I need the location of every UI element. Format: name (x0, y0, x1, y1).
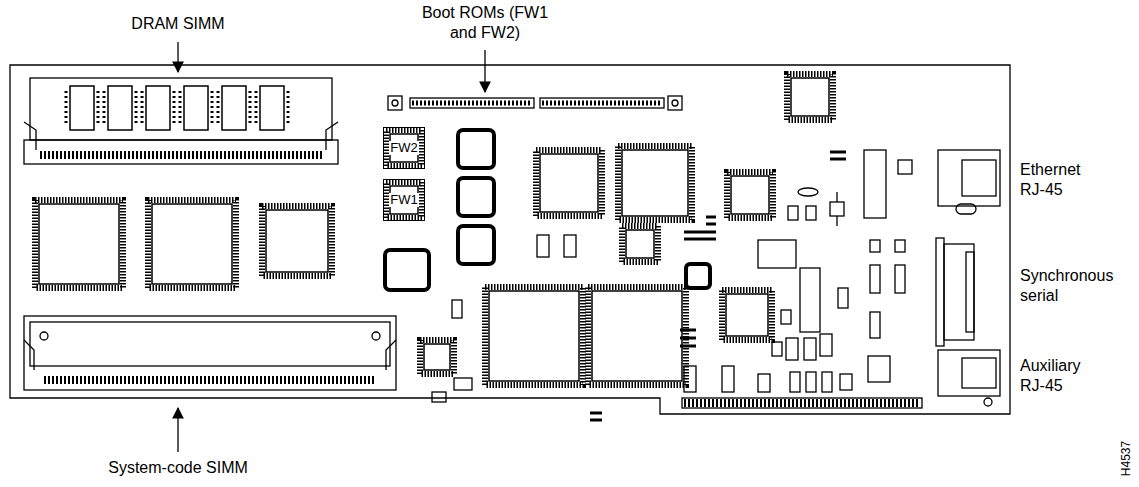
callout-label: Synchronous serial (1020, 266, 1124, 306)
figure-number: H4537 (1120, 440, 1135, 475)
chip-label: FW2 (389, 141, 418, 155)
chip-label: FW1 (389, 193, 418, 207)
callout-label: Ethernet RJ-45 (1020, 160, 1102, 200)
callout-label: Boot ROMs (FW1 and FW2) (419, 3, 551, 43)
rom-chip-box: FW2 (383, 127, 425, 169)
callout-label: DRAM SIMM (103, 14, 253, 34)
rom-chip-box: FW1 (383, 179, 425, 221)
callout-label: Auxiliary RJ-45 (1020, 356, 1102, 396)
callout-label: System-code SIMM (78, 458, 278, 478)
